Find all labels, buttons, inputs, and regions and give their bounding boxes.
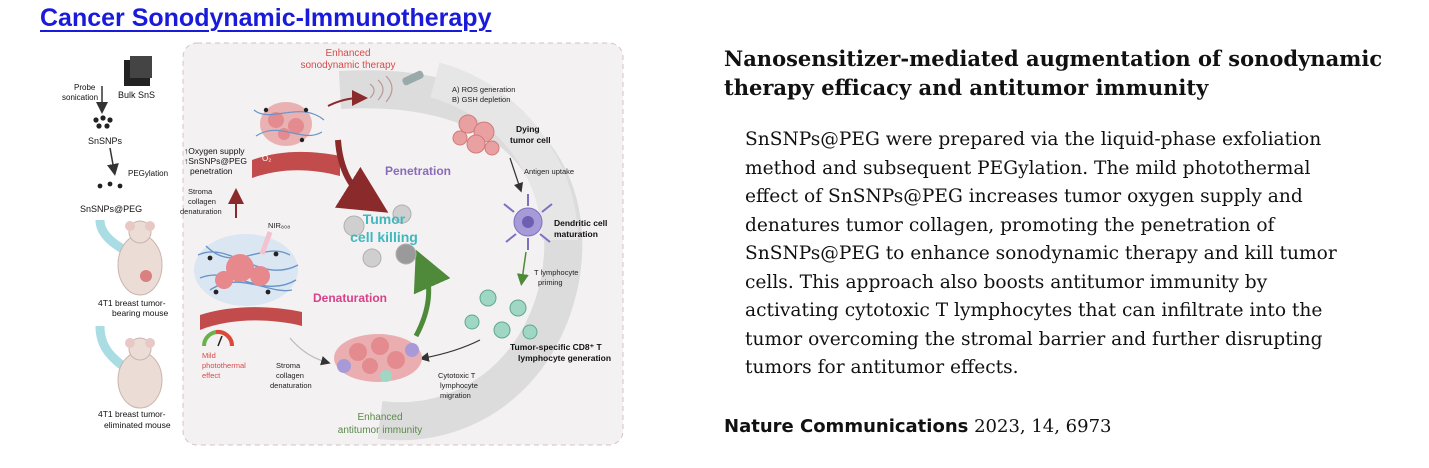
eliminated-mouse-label-2: eliminated mouse bbox=[104, 420, 171, 430]
gsh-label: B) GSH depletion bbox=[452, 95, 510, 104]
bearing-mouse-label-2: bearing mouse bbox=[112, 308, 169, 318]
stroma-left-1: Stroma bbox=[188, 187, 213, 196]
mild-label-2: photothermal bbox=[202, 361, 246, 370]
bulk-sns-cube bbox=[124, 56, 152, 86]
ultrasound-probe-icon bbox=[369, 70, 424, 103]
page-title: Cancer Sonodynamic-Immunotherapy bbox=[40, 4, 492, 32]
enhanced-immunity-label-2: antitumor immunity bbox=[338, 425, 422, 436]
graphical-abstract-figure: Bulk SnS Probe sonication SnSNPs PEGylat… bbox=[40, 40, 640, 450]
vessel-tumor-icon bbox=[252, 102, 340, 178]
dendritic-cell-icon bbox=[503, 194, 553, 250]
cytotoxic-label-2: lymphocyte bbox=[440, 381, 478, 390]
bearing-mouse-label-1: 4T1 breast tumor- bbox=[98, 298, 166, 308]
snsnps-peg-label: SnSNPs@PEG bbox=[80, 204, 142, 214]
snsnps-dots bbox=[93, 115, 113, 129]
t-lymphocyte-cluster-icon bbox=[464, 289, 538, 340]
dying-label-1: Dying bbox=[516, 124, 540, 134]
denaturation-label: Denaturation bbox=[313, 291, 387, 305]
heading-line: Nanosensitizer-mediated augmentation of … bbox=[724, 46, 1383, 71]
pegylation-label: PEGylation bbox=[128, 169, 168, 178]
o2-label: O₂ bbox=[262, 154, 271, 163]
stroma-bottom-1: Stroma bbox=[276, 361, 301, 370]
nir-label: NIR₈₀₈ bbox=[268, 221, 290, 230]
article-summary: SnSNPs@PEG were prepared via the liquid-… bbox=[745, 126, 1385, 383]
figure-canvas: Bulk SnS Probe sonication SnSNPs PEGylat… bbox=[62, 42, 624, 446]
summary-line: tumor overcoming the stromal barrier and… bbox=[745, 328, 1323, 350]
citation-journal: Nature Communications bbox=[724, 416, 969, 437]
snsnps-peg-dots bbox=[97, 181, 123, 189]
antigen-uptake-label: Antigen uptake bbox=[524, 167, 574, 176]
mild-label-1: Mild bbox=[202, 351, 216, 360]
summary-line: effect of SnSNPs@PEG increases tumor oxy… bbox=[745, 186, 1303, 207]
cytotoxic-label-1: Cytotoxic T bbox=[438, 371, 476, 380]
mouse-eliminated-icon bbox=[117, 337, 163, 409]
enhanced-immunity-label-1: Enhanced bbox=[357, 412, 402, 423]
bulk-sns-label: Bulk SnS bbox=[118, 90, 155, 100]
snsnps-label: SnSNPs bbox=[88, 136, 123, 146]
mild-label-3: effect bbox=[202, 371, 221, 380]
citation: Nature Communications 2023, 14, 6973 bbox=[724, 416, 1112, 437]
citation-details: 2023, 14, 6973 bbox=[968, 416, 1112, 437]
enhanced-sdt-label-1: Enhanced bbox=[325, 48, 370, 59]
oxygen-label-1: ↑Oxygen supply bbox=[184, 146, 245, 156]
penetration-label: Penetration bbox=[385, 164, 451, 178]
stroma-bottom-3: denaturation bbox=[270, 381, 312, 390]
summary-line: denatures tumor collagen, promoting the … bbox=[745, 214, 1275, 236]
summary-line: method and subsequent PEGylation. The mi… bbox=[745, 157, 1311, 179]
summary-line: tumors for antitumor effects. bbox=[745, 357, 1019, 378]
dendritic-label-2: maturation bbox=[554, 229, 598, 239]
collagen-tissue-icon bbox=[194, 234, 299, 306]
oxygen-label-2: ↑SnSNPs@PEG bbox=[184, 156, 247, 166]
stroma-left-3: denaturation bbox=[180, 207, 222, 216]
t-priming-label-2: priming bbox=[538, 278, 563, 287]
enhanced-sdt-label-2: sonodynamic therapy bbox=[300, 60, 395, 71]
dying-label-2: tumor cell bbox=[510, 135, 551, 145]
tumor-killing-label-2: cell killing bbox=[350, 229, 418, 245]
tumor-immune-cluster-icon bbox=[334, 334, 422, 382]
summary-line: SnSNPs@PEG to enhance sonodynamic therap… bbox=[745, 243, 1337, 264]
oxygen-label-3: penetration bbox=[190, 166, 233, 176]
heading-line: therapy efficacy and antitumor immunity bbox=[724, 75, 1209, 100]
dendritic-label-1: Dendritic cell bbox=[554, 218, 607, 228]
cd8-label-2: lymphocyte generation bbox=[518, 353, 611, 363]
ros-label: A) ROS generation bbox=[452, 85, 515, 94]
dying-cells-center-icon bbox=[343, 204, 417, 268]
eliminated-mouse-label-1: 4T1 breast tumor- bbox=[98, 409, 166, 419]
sonication-label: sonication bbox=[62, 93, 98, 102]
dying-tumor-cell-icon bbox=[452, 114, 500, 156]
summary-line: cells. This approach also boosts antitum… bbox=[745, 271, 1268, 293]
article-heading: Nanosensitizer-mediated augmentation of … bbox=[724, 44, 1383, 102]
summary-line: SnSNPs@PEG were prepared via the liquid-… bbox=[745, 129, 1322, 150]
t-priming-label-1: T lymphocyte bbox=[534, 268, 578, 277]
cytotoxic-label-3: migration bbox=[440, 391, 471, 400]
mouse-bearing-icon bbox=[117, 220, 163, 296]
probe-label: Probe bbox=[74, 83, 96, 92]
stroma-left-2: collagen bbox=[188, 197, 216, 206]
stroma-bottom-2: collagen bbox=[276, 371, 304, 380]
cd8-label-1: Tumor-specific CD8⁺ T bbox=[510, 342, 603, 352]
tumor-killing-label-1: Tumor bbox=[363, 211, 406, 227]
summary-line: activating cytotoxic T lymphocytes that … bbox=[745, 300, 1323, 321]
thermal-gauge-icon bbox=[202, 329, 235, 347]
